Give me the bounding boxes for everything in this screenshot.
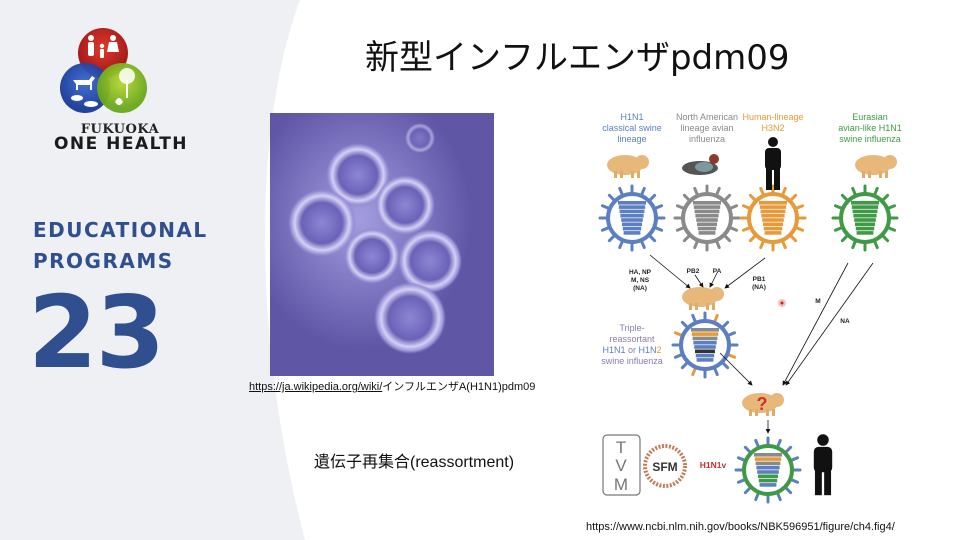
svg-text:classical swine: classical swine (602, 123, 662, 133)
wikipedia-link[interactable]: https://ja.wikipedia.org/wiki/ (249, 381, 383, 393)
svg-text:M: M (815, 298, 820, 305)
svg-text:lineage: lineage (617, 134, 646, 144)
section-label-line2: PROGRAMS (33, 249, 174, 273)
h1n1v-label: H1N1v (700, 460, 727, 470)
arrows (649, 254, 874, 434)
svg-text:reassortant: reassortant (609, 334, 655, 344)
sfm-logo: SFM (643, 444, 687, 488)
svg-text:HA, NP: HA, NP (629, 269, 652, 276)
triple-reassortant-label: Triple- reassortant H1N1 or H1N2 swine i… (601, 323, 663, 366)
svg-text:?: ? (757, 394, 768, 414)
virus-classical-swine-icon (598, 184, 666, 252)
svg-text:PB1: PB1 (753, 276, 766, 283)
svg-text:H1N1: H1N1 (620, 112, 643, 122)
svg-text:SFM: SFM (652, 460, 677, 474)
duck-icon (682, 154, 719, 175)
virus-h1n1v-icon (734, 436, 802, 504)
svg-text:PB2: PB2 (687, 268, 700, 275)
svg-text:(NA): (NA) (752, 284, 766, 291)
source-label-classical-swine: H1N1 classical swine lineage (602, 112, 662, 144)
svg-text:swine influenza: swine influenza (601, 356, 663, 366)
virus-eurasian-icon (831, 184, 899, 252)
program-number: 23 (28, 274, 165, 391)
svg-text:Eurasian: Eurasian (852, 112, 888, 122)
logo-text-one-health: ONE HEALTH (53, 134, 189, 154)
svg-text:lineage avian: lineage avian (680, 123, 733, 133)
virus-human-h3n2-icon (739, 184, 807, 252)
svg-text:NA: NA (840, 318, 850, 325)
svg-text:swine influenza: swine influenza (839, 134, 901, 144)
reassortment-diagram: H1N1 classical swine lineage North Ameri… (598, 112, 902, 504)
svg-text:PA: PA (713, 268, 722, 275)
source-label-human-h3n2: Human-lineage H3N2 (742, 112, 803, 133)
arrow-labels: HA, NP M, NS (NA) PB2 PA PB1 (NA) M NA (629, 268, 850, 325)
human-silhouette-icon (765, 137, 781, 190)
reassortment-label: 遺伝子再集合(reassortment) (314, 454, 515, 471)
caption-article-name: インフルエンザA(H1N1)pdm09 (382, 381, 536, 393)
svg-text:(NA): (NA) (633, 285, 647, 292)
virus-avian-icon (673, 184, 741, 252)
svg-text:V: V (615, 456, 627, 475)
logo-text-fukuoka: FUKUOKA (80, 122, 160, 137)
source-label-avian: North American lineage avian influenza (676, 112, 738, 144)
animals-circle-icon (60, 63, 110, 113)
human-silhouette-result-icon (813, 434, 833, 496)
pig-eurasian-icon (855, 155, 897, 178)
svg-text:M, NS: M, NS (631, 277, 650, 284)
pig-classical-swine-icon (607, 155, 649, 178)
svg-text:North American: North American (676, 112, 738, 122)
virus-micrograph-image (270, 113, 494, 376)
svg-text:H3N2: H3N2 (761, 123, 784, 133)
source-label-eurasian: Eurasian avian-like H1N1 swine influenza (838, 112, 902, 144)
virus-triple-reassortant-icon (671, 311, 739, 379)
svg-text:avian-like H1N1: avian-like H1N1 (838, 123, 902, 133)
source-url[interactable]: https://www.ncbi.nlm.nih.gov/books/NBK59… (586, 521, 895, 533)
svg-text:H1N1 or H1N2: H1N1 or H1N2 (602, 345, 661, 355)
one-health-logo (60, 28, 147, 113)
svg-text:influenza: influenza (689, 134, 725, 144)
pig-intermediate-icon (682, 287, 724, 310)
tvm-logo: T V M (602, 434, 641, 496)
svg-text:Human-lineage: Human-lineage (742, 112, 803, 122)
pig-mixing-vessel-icon: ? (742, 393, 784, 416)
section-label-line1: EDUCATIONAL (33, 218, 208, 242)
micrograph-caption: https://ja.wikipedia.org/wiki/インフルエンザA(H… (249, 378, 535, 394)
slide-title: 新型インフルエンザpdm09 (365, 38, 790, 78)
svg-text:Triple-: Triple- (619, 323, 644, 333)
svg-text:T: T (616, 438, 626, 457)
svg-text:M: M (614, 475, 628, 494)
